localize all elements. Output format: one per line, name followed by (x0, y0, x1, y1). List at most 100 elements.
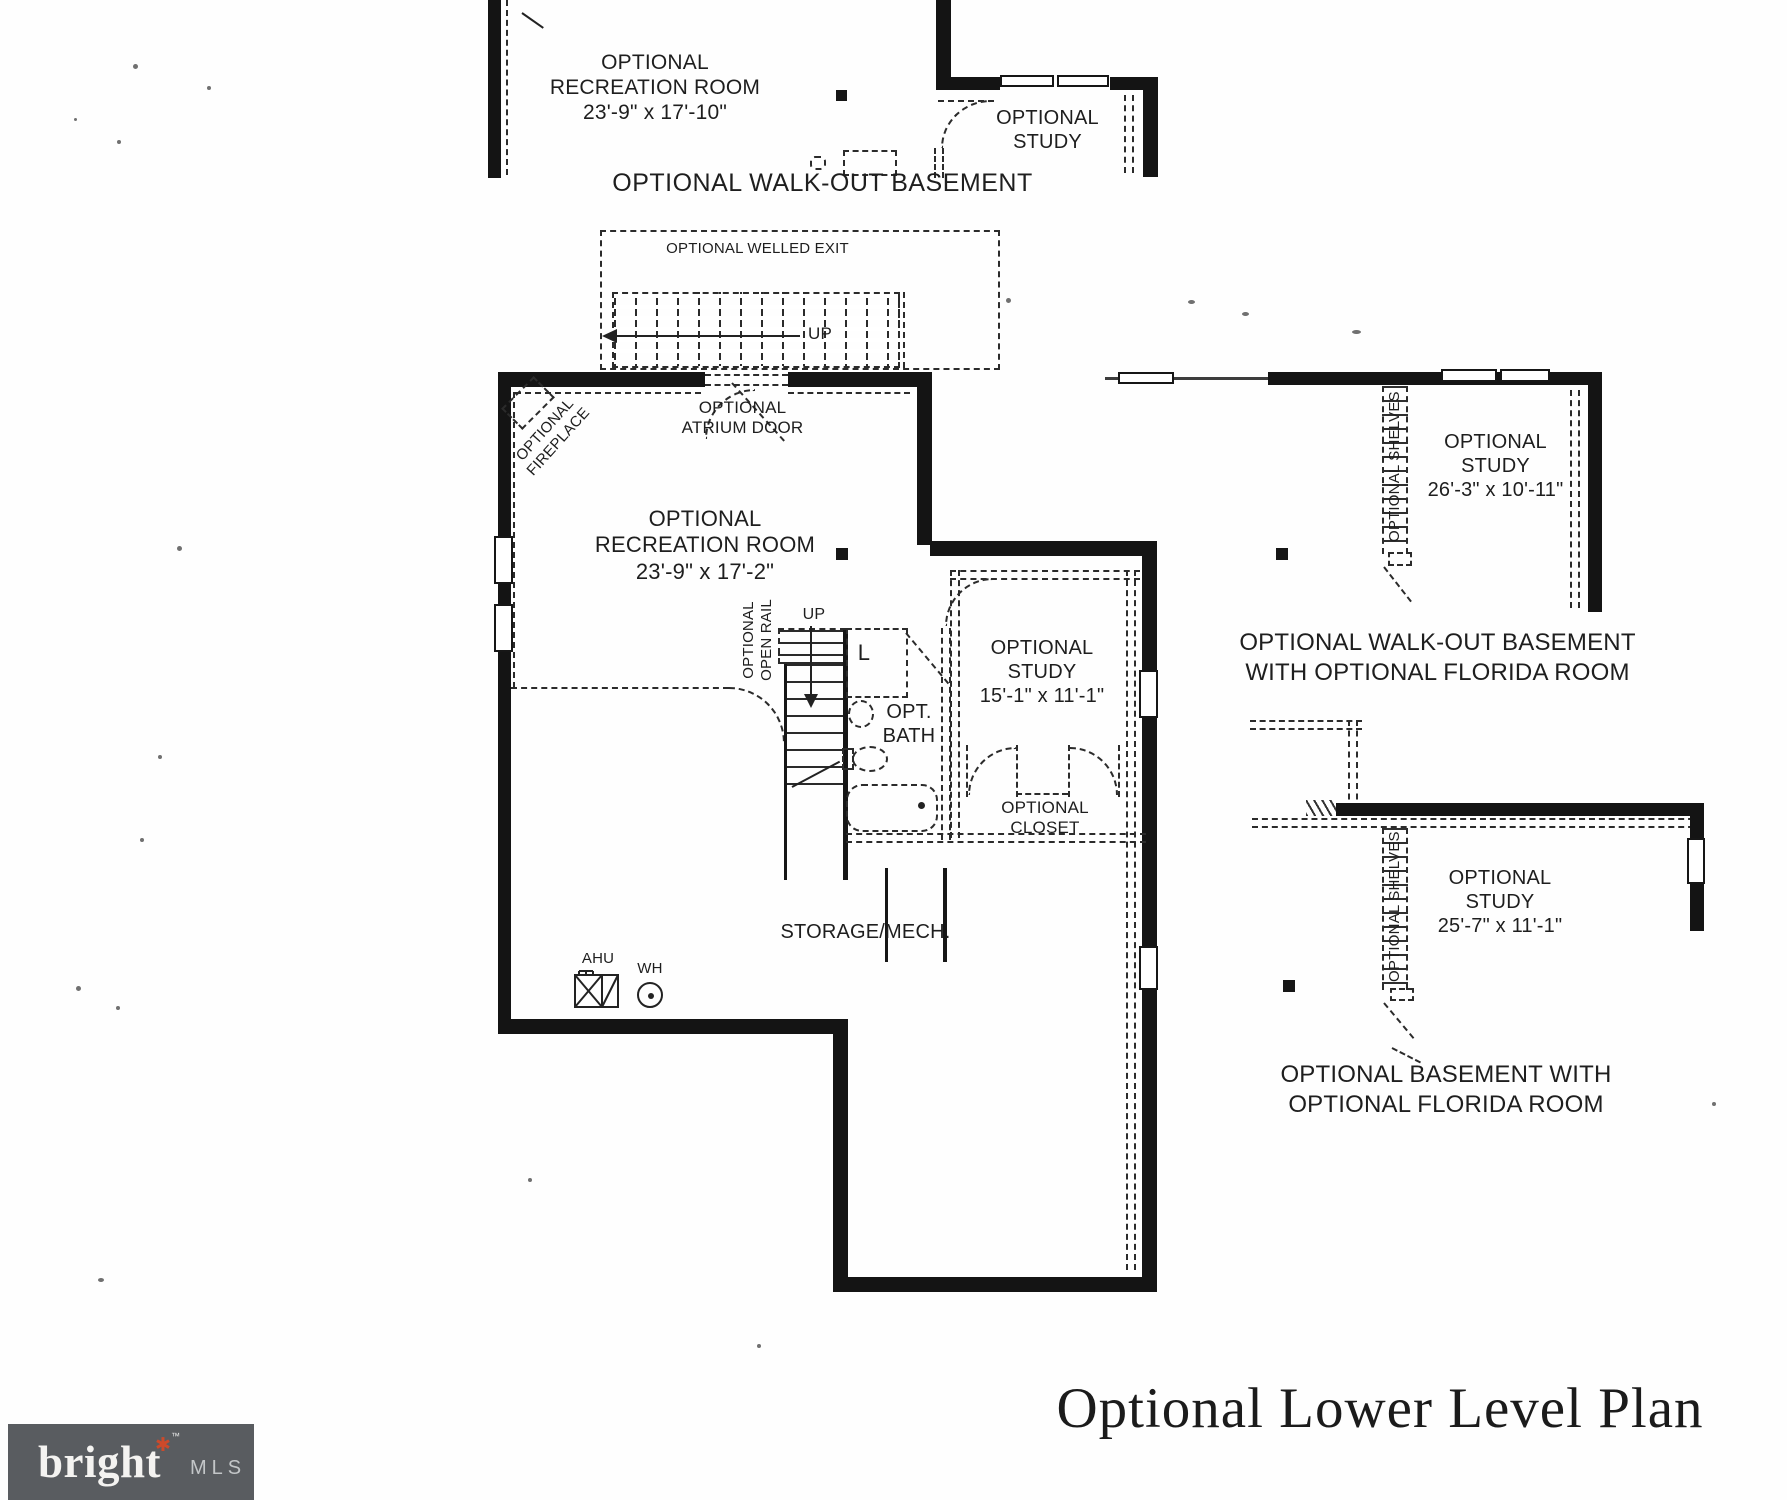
stair-direction-line (810, 626, 812, 694)
window (1057, 75, 1109, 87)
door-jamb (934, 148, 944, 178)
door-jamb (966, 745, 968, 797)
basement-florida-caption: OPTIONAL BASEMENT WITH OPTIONAL FLORIDA … (1240, 1060, 1652, 1120)
mls-wordmark: MLS (189, 1456, 247, 1479)
room-name: STUDY (1465, 891, 1535, 913)
toilet-icon (852, 746, 888, 772)
scan-speck (1712, 1102, 1716, 1106)
window (494, 536, 513, 584)
window (1687, 838, 1705, 884)
dashed-wall (1570, 390, 1580, 608)
window (1139, 670, 1158, 718)
bathtub-icon (846, 784, 938, 832)
scan-speck (74, 118, 77, 121)
room-name: STUDY (1013, 131, 1082, 153)
recreation-room-label: OPTIONAL RECREATION ROOM 23'-9" x 17'-10… (505, 50, 805, 126)
dashed-partition (511, 687, 729, 689)
closet-label: OPTIONAL CLOSET (975, 798, 1115, 839)
wh-label: WH (637, 960, 663, 977)
study-label: OPTIONAL STUDY (990, 106, 1105, 154)
dashed-wall (506, 0, 508, 175)
hall-wall (943, 868, 947, 962)
wall (498, 372, 705, 387)
shelf-foot (1390, 988, 1414, 1001)
room-name: OPTIONAL (990, 637, 1094, 659)
room-dimensions: 25'-7" x 11'-1" (1437, 915, 1563, 937)
walkout-florida-caption: OPTIONAL WALK-OUT BASEMENT WITH OPTIONAL… (1215, 628, 1660, 688)
wall (936, 0, 951, 90)
dashed-wall (788, 392, 910, 394)
scan-speck (757, 1344, 761, 1348)
stair-treads (612, 292, 900, 368)
window-seat (843, 150, 897, 176)
linen-label: L (857, 640, 871, 665)
scan-speck (76, 986, 81, 991)
study-label: OPTIONAL STUDY 26'-3" x 10'-11" (1408, 430, 1583, 502)
label-line: ATRIUM DOOR (681, 418, 804, 438)
wall (498, 1019, 848, 1034)
stair-direction-line (614, 335, 800, 337)
ahu-label: AHU (581, 950, 615, 967)
wall (488, 0, 501, 178)
door-swing-arc (968, 747, 1016, 795)
wall (1588, 372, 1602, 612)
wall (930, 541, 1157, 556)
atrium-door-opening (705, 384, 788, 386)
linen-closet (846, 628, 908, 698)
wall (936, 77, 1000, 90)
hall-wall (885, 868, 888, 962)
window (1500, 369, 1550, 382)
door-jamb (1118, 745, 1120, 797)
dashed-partition (1016, 793, 1068, 795)
dashed-wall (1250, 720, 1362, 730)
room-name: OPTIONAL (648, 506, 762, 531)
label-line: OPT. (886, 701, 932, 723)
label-line: CLOSET (1010, 818, 1080, 838)
optional-shelves (1382, 828, 1408, 990)
stair-treads (786, 664, 844, 796)
dashed-wall (1124, 95, 1134, 173)
door-jamb (1016, 745, 1018, 797)
wall (498, 387, 511, 1034)
room-dimensions: 26'-3" x 10'-11" (1427, 479, 1564, 501)
wall (833, 1277, 1157, 1292)
label-line: BATH (882, 725, 936, 747)
window (1441, 369, 1497, 382)
scan-speck (1188, 300, 1195, 304)
room-dimensions: 15'-1" x 11'-1" (979, 685, 1105, 707)
caption-line: OPTIONAL FLORIDA ROOM (1288, 1091, 1604, 1118)
label-line: OPEN RAIL (758, 599, 775, 681)
atrium-door-opening (705, 374, 788, 376)
wall-hatch (1306, 800, 1336, 816)
stair-rail (784, 664, 787, 880)
up-label: UP (802, 606, 826, 623)
door-leaf (1383, 1002, 1415, 1039)
scan-speck (1242, 312, 1249, 316)
stair-rail (843, 630, 848, 880)
dashed-wall (513, 392, 515, 688)
window (1118, 372, 1174, 384)
brand-wordmark: bright (38, 1437, 162, 1487)
dashed-wall (1348, 720, 1358, 810)
atrium-door-label: OPTIONAL ATRIUM DOOR (665, 398, 820, 439)
up-label: UP (807, 324, 833, 343)
shelf-foot (1388, 552, 1412, 566)
room-name: STUDY (1007, 661, 1077, 683)
dashed-wall (1126, 570, 1136, 1270)
room-name: RECREATION ROOM (549, 76, 761, 100)
door-threshold (938, 100, 994, 102)
scan-speck (98, 1278, 104, 1282)
room-name: RECREATION ROOM (594, 532, 816, 558)
stairs-upper-dashed (778, 628, 846, 664)
dashed-wall (903, 292, 905, 368)
wall (917, 387, 932, 545)
door-swing-arc (941, 100, 991, 148)
label-line: OPTIONAL (1001, 798, 1089, 817)
open-rail-label: OPTIONAL OPEN RAIL (740, 585, 776, 695)
study-label: OPTIONAL STUDY 15'-1" x 11'-1" (957, 636, 1127, 708)
window (1139, 946, 1158, 990)
walkout-basement-caption: OPTIONAL WALK-OUT BASEMENT (612, 169, 1033, 197)
shelves-label: OPTIONAL SHELVES (1386, 831, 1403, 982)
brand-star-icon: ✱ (155, 1434, 171, 1456)
